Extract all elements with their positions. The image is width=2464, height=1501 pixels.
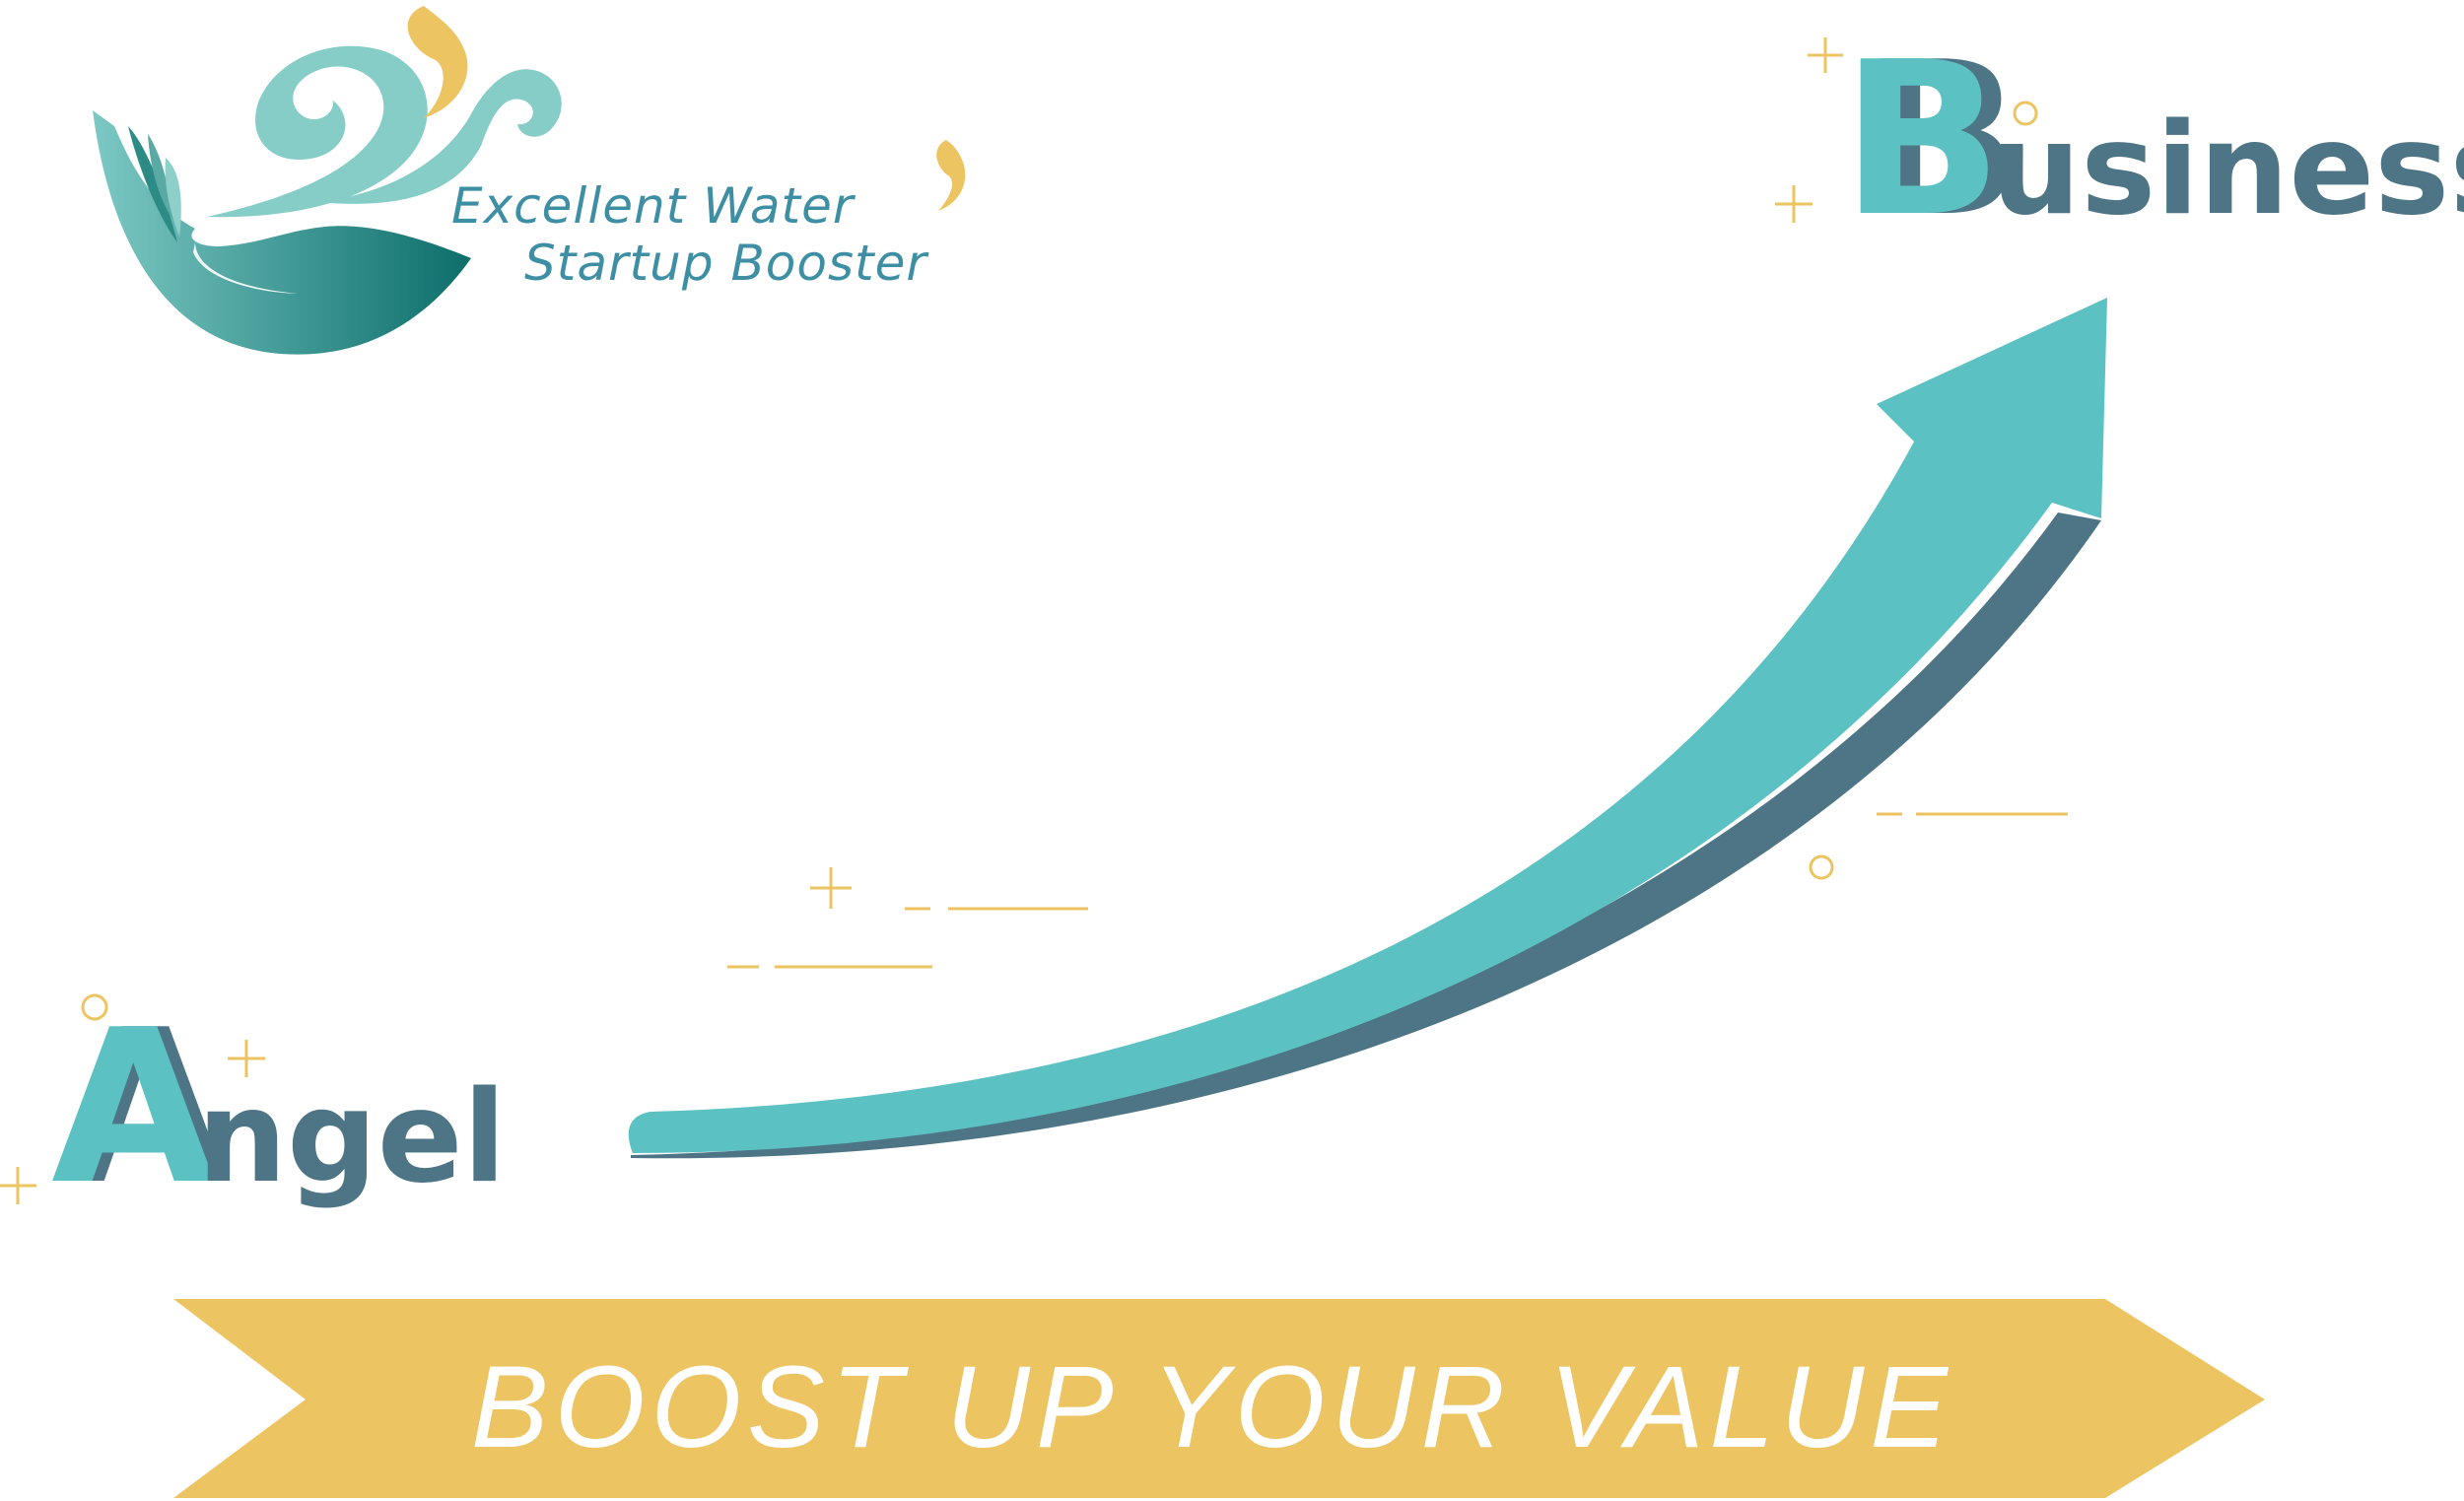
decorative-sparkles xyxy=(0,37,2068,1204)
logo-sprout-1 xyxy=(128,126,177,242)
angel-letter-shadow: A xyxy=(63,984,227,1231)
sparkle-icon xyxy=(228,1040,265,1077)
sparkle-ring xyxy=(2013,101,2038,126)
sparkle-icon xyxy=(1808,37,1843,73)
logo-drop-gold-2 xyxy=(936,140,966,211)
business-word-rest: usiness xyxy=(1991,97,2464,243)
sparkle-ring xyxy=(81,993,108,1021)
banner-shape xyxy=(173,1299,2265,1498)
angel-letter: A xyxy=(51,984,215,1231)
growth-arrow-shadow xyxy=(631,512,2101,1159)
logo-sprout-2 xyxy=(148,134,173,221)
sparkle-icon xyxy=(810,867,852,909)
business-letter: B xyxy=(1841,16,2003,263)
sparkle-icon xyxy=(0,1167,36,1204)
angel-word-rest: ngel xyxy=(197,1064,506,1211)
logo-sprout-3 xyxy=(165,158,181,237)
banner-text: BOOST UP YOUR VALUE xyxy=(471,1342,1953,1472)
brand-logo: Excellent Water Startup Booster xyxy=(93,6,966,355)
sparkle-ring xyxy=(1809,854,1834,880)
logo-drop-gold-1 xyxy=(407,6,468,118)
growth-arrow-body xyxy=(628,298,2107,1153)
business-label: B B usiness xyxy=(1841,16,2464,263)
logo-wave-small xyxy=(317,69,562,204)
boost-banner: BOOST UP YOUR VALUE xyxy=(173,1299,2265,1498)
sparkle-icon xyxy=(1775,185,1813,223)
angel-label: A A ngel xyxy=(51,984,506,1231)
logo-hand-shape xyxy=(93,110,471,355)
growth-arrow xyxy=(628,298,2107,1159)
business-letter-shadow: B xyxy=(1861,16,2022,263)
logo-wave-large xyxy=(207,45,428,218)
logo-line-2: Startup Booster xyxy=(524,235,929,292)
logo-line-1: Excellent Water xyxy=(451,177,856,235)
